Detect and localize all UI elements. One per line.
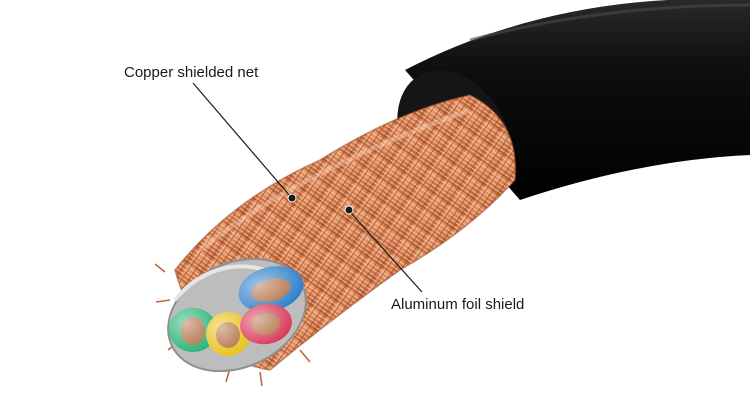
core-yellow bbox=[206, 312, 250, 356]
callout-foil-leader bbox=[344, 205, 423, 293]
core-green bbox=[169, 308, 217, 352]
callout-copper-leader bbox=[192, 82, 297, 203]
core-red bbox=[240, 303, 292, 345]
callout-label-copper-shielded-net: Copper shielded net bbox=[124, 64, 259, 81]
inner-cores bbox=[169, 266, 304, 356]
callout-label-aluminum-foil-shield: Aluminum foil shield bbox=[391, 296, 525, 313]
core-blue bbox=[238, 266, 304, 312]
